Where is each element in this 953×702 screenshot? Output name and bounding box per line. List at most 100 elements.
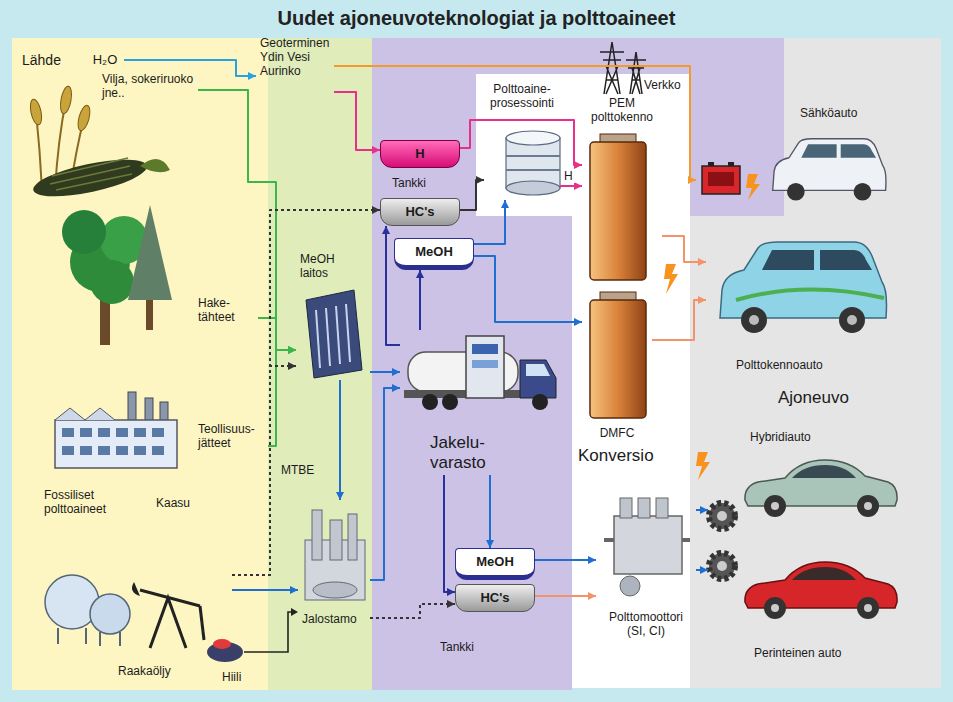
- fossil-fuels-picture-part: [58, 628, 120, 646]
- fossil-fuels-picture-part-part: [140, 590, 200, 606]
- crops-picture-part: [36, 100, 84, 190]
- crops-picture-part-part: [28, 98, 43, 126]
- processor-cylinder: [506, 131, 560, 195]
- fuel-cell-car-part: [762, 250, 872, 270]
- vehicle: Sähköauto: [696, 104, 890, 210]
- fuel-cell-car-part: [741, 307, 767, 333]
- connector: [232, 210, 380, 575]
- fuel-cell-car-part: [720, 242, 887, 318]
- factory-picture-part-part: [152, 428, 164, 437]
- methanol-plant-picture: [306, 290, 362, 378]
- factory-picture-part-part: [98, 428, 110, 437]
- refinery-picture-part: [330, 520, 342, 560]
- node-label: HC's: [405, 204, 434, 220]
- conventional-car-part: [764, 597, 786, 619]
- engine-picture-part: [604, 538, 690, 542]
- connector: [339, 380, 341, 500]
- background-panels-part: [690, 216, 941, 688]
- node-label: MeOH laitos: [300, 252, 344, 280]
- tree-picture-part: [100, 290, 110, 345]
- fuel-cell: PEM polttokenno: [582, 94, 662, 286]
- connector: [474, 200, 505, 244]
- connector: [334, 66, 696, 180]
- power-pylons-part: [600, 42, 624, 94]
- tank-label: Tankki: [440, 640, 474, 654]
- methanol-plant-picture-part-part: [326, 308, 330, 366]
- refinery-picture-part: [348, 514, 357, 560]
- node-label: MeOH: [476, 554, 514, 570]
- connector: [268, 350, 296, 446]
- fossil-fuels-picture-part: [207, 642, 243, 662]
- conventional-car-part: [792, 567, 856, 580]
- region-label: Lähde: [22, 52, 61, 69]
- connector-label: MTBE: [279, 463, 316, 477]
- crops-picture-part: [28, 85, 92, 132]
- node-label: Sähköauto: [800, 106, 857, 120]
- hybrid-car-part: [864, 502, 872, 510]
- part-label: Raakaöljy: [118, 664, 171, 678]
- crops-picture-part-part: [36, 112, 42, 190]
- background-panels-part: [372, 38, 572, 690]
- crops-picture-part-part: [59, 85, 74, 114]
- node-label: H: [415, 146, 424, 162]
- crops-picture-part: [30, 152, 149, 204]
- energy-source-label: Geoterminen Ydin Vesi Aurinko: [256, 34, 334, 98]
- node-label: Fossiliset polttoaineet: [44, 488, 124, 516]
- fossil-fuels-picture-part: [291, 608, 298, 616]
- connector: [489, 475, 491, 548]
- refinery-picture-part: [305, 540, 365, 600]
- gears-part: [709, 553, 735, 579]
- conventional-car-part: [864, 604, 872, 612]
- electric-car-part: [801, 144, 876, 158]
- processor-cylinder-part: [506, 138, 560, 188]
- factory-picture-part: [145, 398, 153, 422]
- gears-part: [717, 561, 727, 571]
- connector: [474, 256, 582, 322]
- node-label: MeOH: [415, 244, 453, 260]
- methanol-tank: MeOH: [394, 238, 474, 270]
- hydrocarbon-tank: HC's: [455, 584, 535, 612]
- fossil-fuels-picture-part-part: [200, 606, 204, 640]
- background-panels-part: [12, 38, 268, 690]
- electric-car: [773, 139, 886, 201]
- fossil-fuels-picture-part: [132, 582, 140, 596]
- node-label: Vilja, sokeriruoko jne..: [102, 72, 194, 100]
- fuel-cell-canister: [590, 134, 646, 418]
- tree-picture-part: [128, 205, 172, 300]
- node-label: Hake- tähteet: [198, 296, 254, 324]
- node-label: Jakelu- varasto: [430, 433, 510, 473]
- connector: [232, 589, 298, 591]
- methanol-plant-picture-part: [316, 304, 350, 368]
- engine-picture-part: [620, 576, 640, 596]
- engine-picture-part: [656, 498, 668, 518]
- methanol-tank: MeOH: [455, 548, 535, 580]
- vehicle: Perinteinen auto: [708, 532, 890, 662]
- crops-picture: [28, 85, 170, 203]
- conventional-car: [745, 562, 897, 619]
- factory-picture: [55, 392, 177, 468]
- hydrogen-tank: H: [380, 140, 460, 168]
- electric-car-part: [787, 183, 805, 201]
- connector: [444, 475, 455, 592]
- node-label: Polttomoottori (SI, CI): [600, 610, 692, 638]
- connector: [370, 604, 455, 618]
- tanker-truck-part: [404, 390, 554, 398]
- electric-car-part: [773, 139, 886, 191]
- tanker-truck-part: [532, 394, 548, 410]
- node-label: DMFC: [600, 426, 635, 440]
- fossil-fuels-picture-part-part: [150, 598, 186, 648]
- methanol-plant: MeOH laitos: [296, 250, 370, 380]
- part-label: Hiili: [222, 670, 241, 684]
- tanker-truck-part: [466, 336, 504, 398]
- battery-picture: [702, 162, 740, 194]
- connector: [696, 569, 708, 571]
- fossil-fuels-picture: [45, 575, 298, 662]
- battery-picture-part: [728, 162, 734, 166]
- connector: [535, 595, 596, 597]
- tanker-truck-part: [472, 344, 498, 354]
- hydrocarbon-tank: HC's: [380, 198, 460, 226]
- fuel-cell-canister-part: [590, 300, 646, 418]
- crops-picture-part: [50, 158, 132, 190]
- source-label: Vilja, sokeriruoko jne..: [98, 70, 198, 104]
